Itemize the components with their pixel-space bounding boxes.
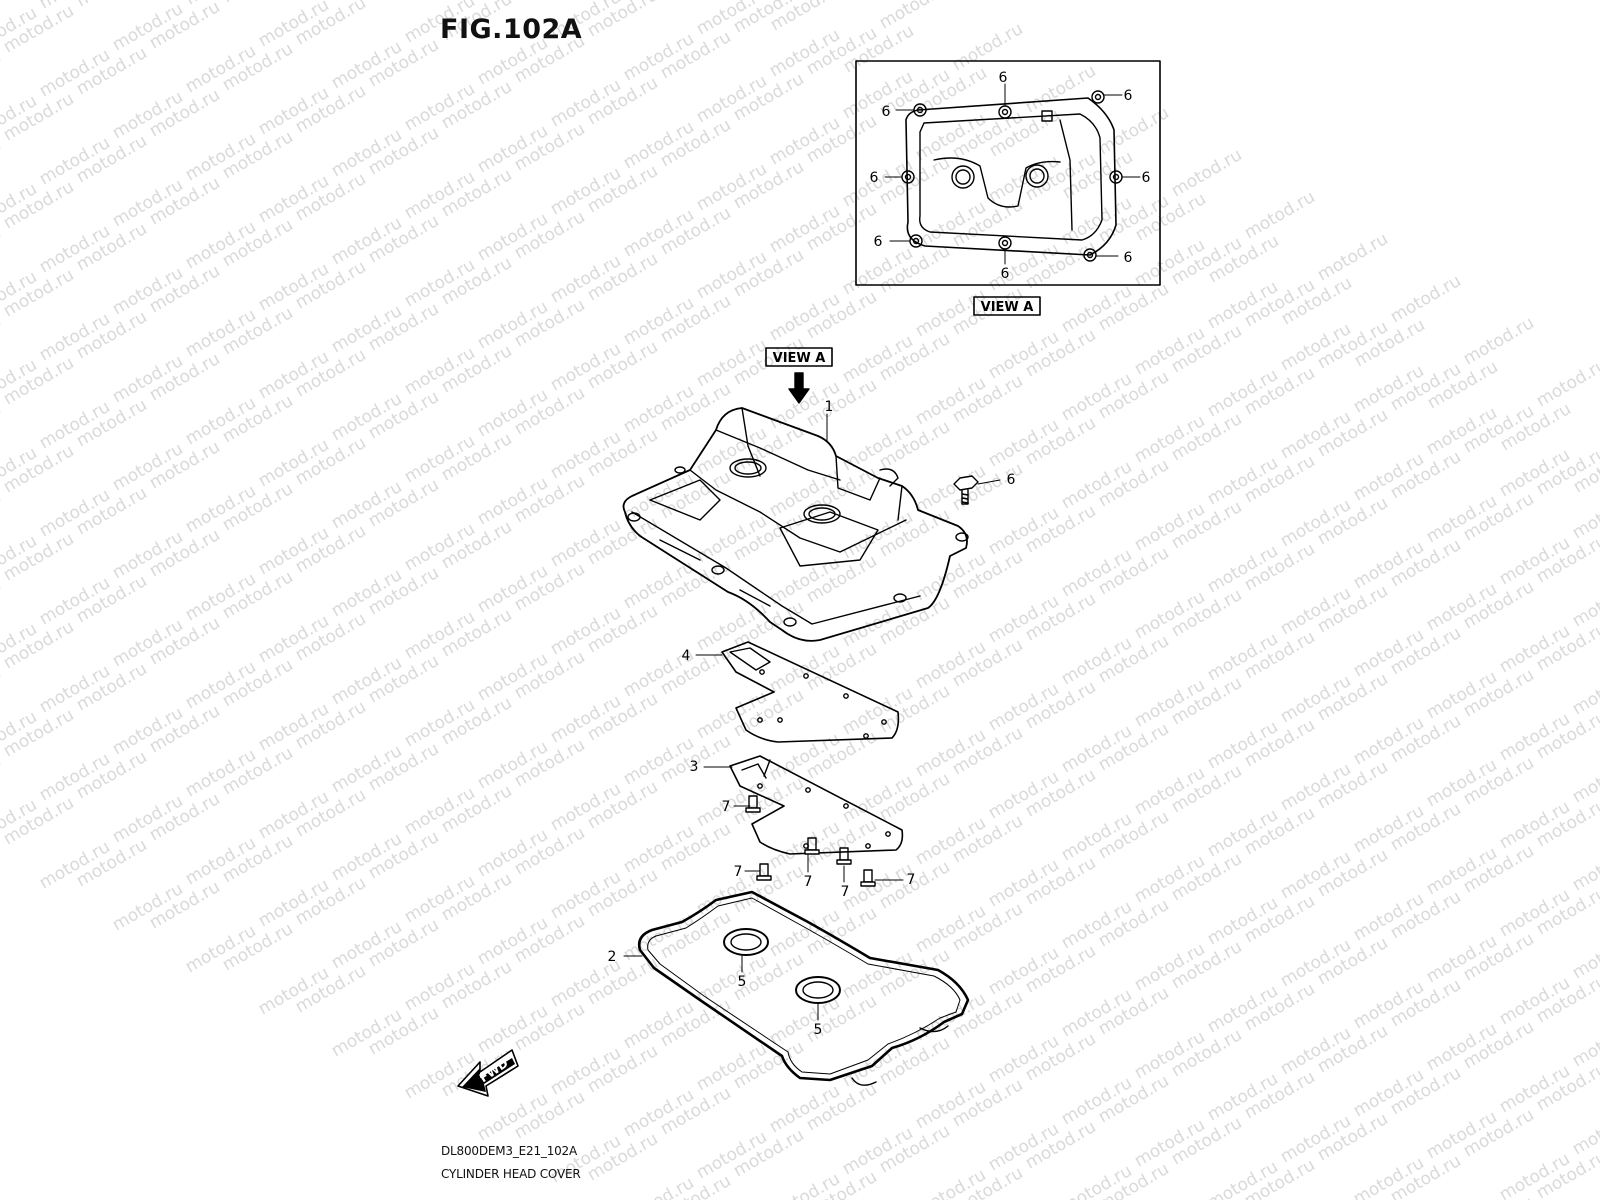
cover-gasket-part: [637, 890, 970, 1086]
view-a-arrow-icon: [788, 372, 810, 404]
view-a-top-label-box: [765, 347, 833, 367]
callout-part-2: 2: [608, 949, 617, 965]
callout-part-5: 5: [814, 1022, 823, 1038]
callout-part-7: 7: [734, 864, 743, 880]
callout-part-3: 3: [690, 759, 699, 775]
callout-part-7: 7: [804, 874, 813, 890]
view-a-callout: 6: [1142, 170, 1151, 186]
view-a-top-label: VIEW A: [773, 351, 826, 366]
view-a-callout: 6: [882, 104, 891, 120]
leader-lines: [623, 413, 1001, 1021]
callout-part-7: 7: [722, 799, 731, 815]
head-cover-part: [622, 407, 969, 642]
view-a-callout: 6: [1124, 250, 1133, 266]
upper-plate-part: [721, 641, 900, 743]
view-a-callout: 6: [870, 170, 879, 186]
callout-part-7: 7: [841, 884, 850, 900]
view-a-callout: 6: [1124, 88, 1133, 104]
view-a-bolt-holes: [901, 90, 1123, 262]
lower-plate-part: [729, 755, 904, 855]
drawing-name: CYLINDER HEAD COVER: [441, 1167, 581, 1181]
drawing-code: DL800DEM3_E21_102A: [441, 1144, 578, 1158]
view-a-callout: 6: [874, 234, 883, 250]
small-bolts-part: [745, 795, 876, 887]
fwd-arrow-icon: [457, 1049, 519, 1097]
view-a-callout: 6: [1001, 266, 1010, 282]
callout-part-6: 6: [1007, 472, 1016, 488]
callout-part-5: 5: [738, 974, 747, 990]
callout-part-1: 1: [825, 399, 834, 415]
figure-title: FIG.102A: [440, 14, 583, 45]
view-a-inset: [855, 60, 1161, 286]
view-a-inset-label: VIEW A: [981, 300, 1034, 315]
view-a-inset-label-box: [973, 296, 1041, 316]
callout-part-4: 4: [682, 648, 691, 664]
callout-part-7: 7: [907, 872, 916, 888]
view-a-callout: 6: [999, 70, 1008, 86]
cover-bolt-part: [953, 475, 979, 505]
